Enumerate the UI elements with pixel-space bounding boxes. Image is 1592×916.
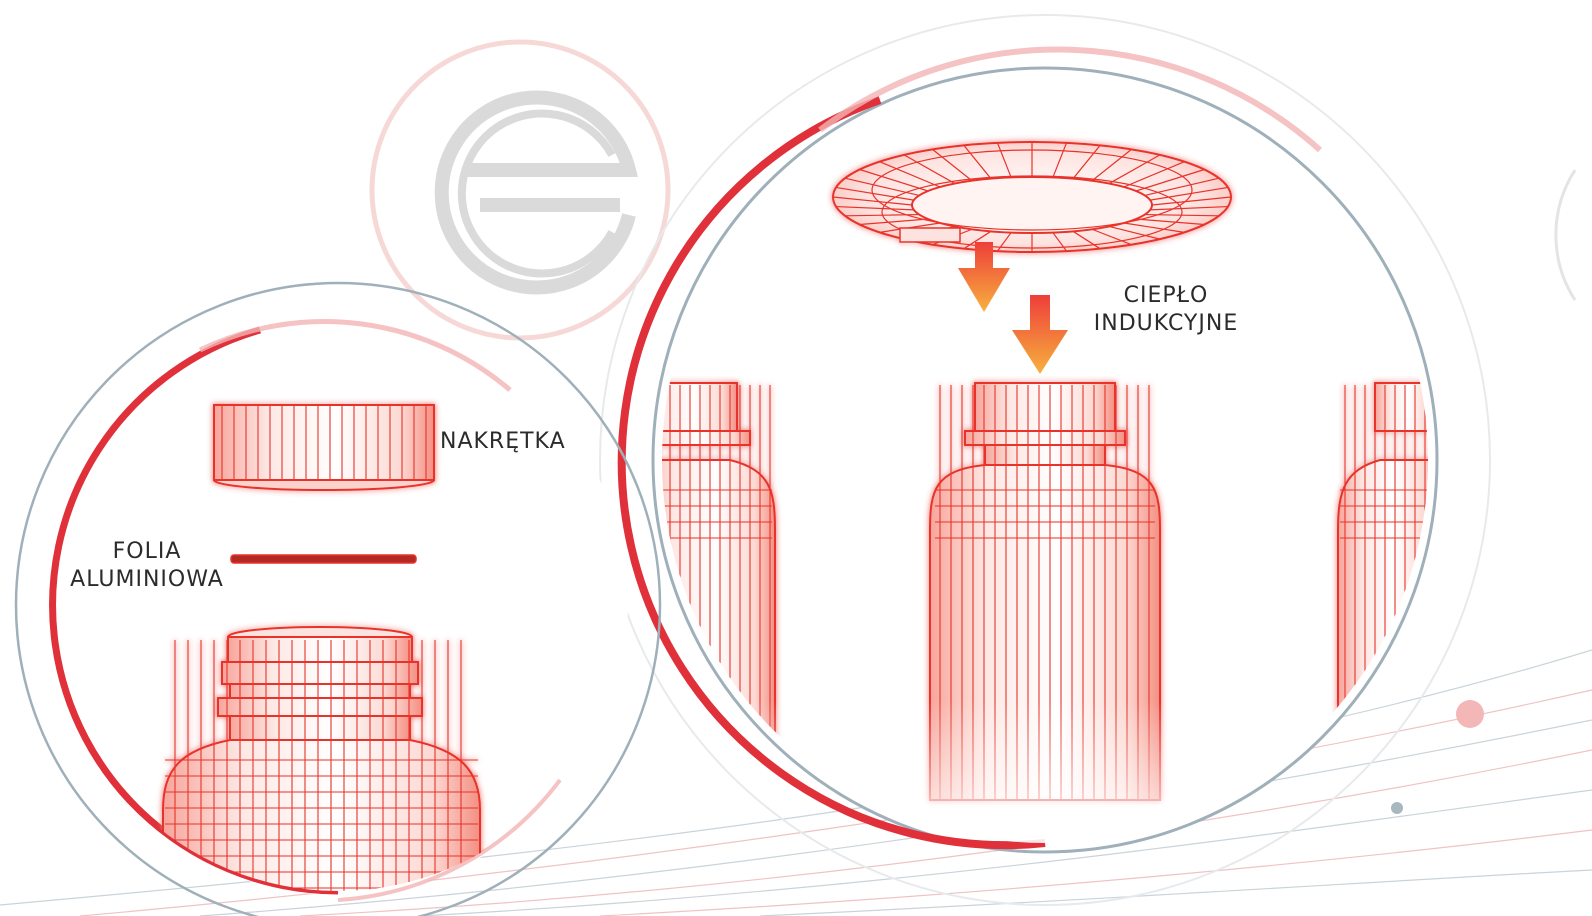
label-foil-line2: ALUMINIOWA — [62, 566, 232, 594]
label-heat: CIEPŁO INDUKCYJNE — [1084, 282, 1248, 338]
e-logo-icon — [442, 98, 629, 288]
label-heat-line2: INDUKCYJNE — [1084, 310, 1248, 338]
aluminium-foil — [231, 555, 416, 563]
decorative-dot — [1391, 802, 1403, 814]
cap-assembly-panel — [16, 283, 660, 916]
induction-coil — [833, 142, 1231, 252]
induction-heating-panel — [600, 15, 1490, 905]
label-cap: NAKRĘTKA — [440, 428, 566, 456]
cap — [214, 405, 434, 490]
label-heat-line1: CIEPŁO — [1084, 282, 1248, 310]
label-foil: FOLIA ALUMINIOWA — [62, 538, 232, 594]
label-foil-line1: FOLIA — [62, 538, 232, 566]
decorative-partial-ring — [1556, 170, 1575, 300]
decorative-dot — [1456, 700, 1484, 728]
label-cap-text: NAKRĘTKA — [440, 429, 566, 454]
